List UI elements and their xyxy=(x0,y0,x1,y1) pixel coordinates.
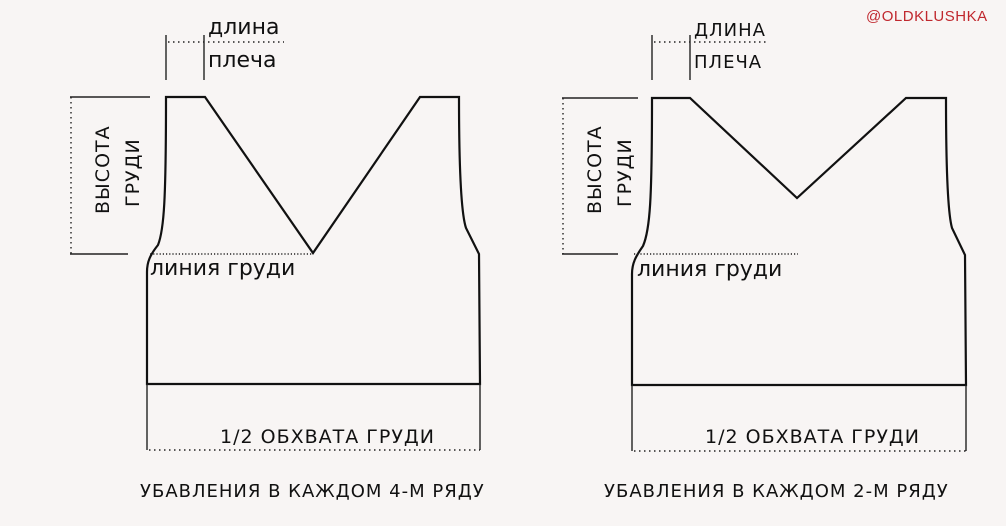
right-measure-lines xyxy=(562,35,967,452)
left-shoulder-length-label-top: длина xyxy=(208,15,280,40)
left-half-chest-label: 1/2 ОБХВАТА ГРУДИ xyxy=(220,426,435,448)
right-chest-line-label: линия груди xyxy=(637,257,783,282)
right-pattern xyxy=(630,96,968,387)
left-measure-lines xyxy=(70,35,481,451)
right-caption: УБАВЛЕНИЯ В КАЖДОМ 2-М РЯДУ xyxy=(604,481,949,502)
left-garment-outline xyxy=(145,95,482,386)
left-shoulder-length-label-bottom: плеча xyxy=(208,48,277,73)
left-caption: УБАВЛЕНИЯ В КАЖДОМ 4-М РЯДУ xyxy=(140,481,485,502)
left-chest-line-label: линия груди xyxy=(150,256,296,281)
left-pattern xyxy=(145,95,482,386)
watermark: @OLDKLUSHKA xyxy=(866,8,988,25)
right-garment-outline xyxy=(630,96,968,387)
right-chest-height-label-line1: ВЫСОТА xyxy=(584,125,606,214)
right-shoulder-length-label-bottom: ПЛЕЧА xyxy=(694,52,763,73)
left-chest-height-label-line1: ВЫСОТА xyxy=(92,125,114,214)
left-chest-height-label-line2: ГРУДИ xyxy=(122,138,144,207)
right-shoulder-length-label-top: ДЛИНА xyxy=(694,20,766,41)
right-chest-height-label-line2: ГРУДИ xyxy=(614,138,636,207)
right-half-chest-label: 1/2 ОБХВАТА ГРУДИ xyxy=(705,426,920,448)
